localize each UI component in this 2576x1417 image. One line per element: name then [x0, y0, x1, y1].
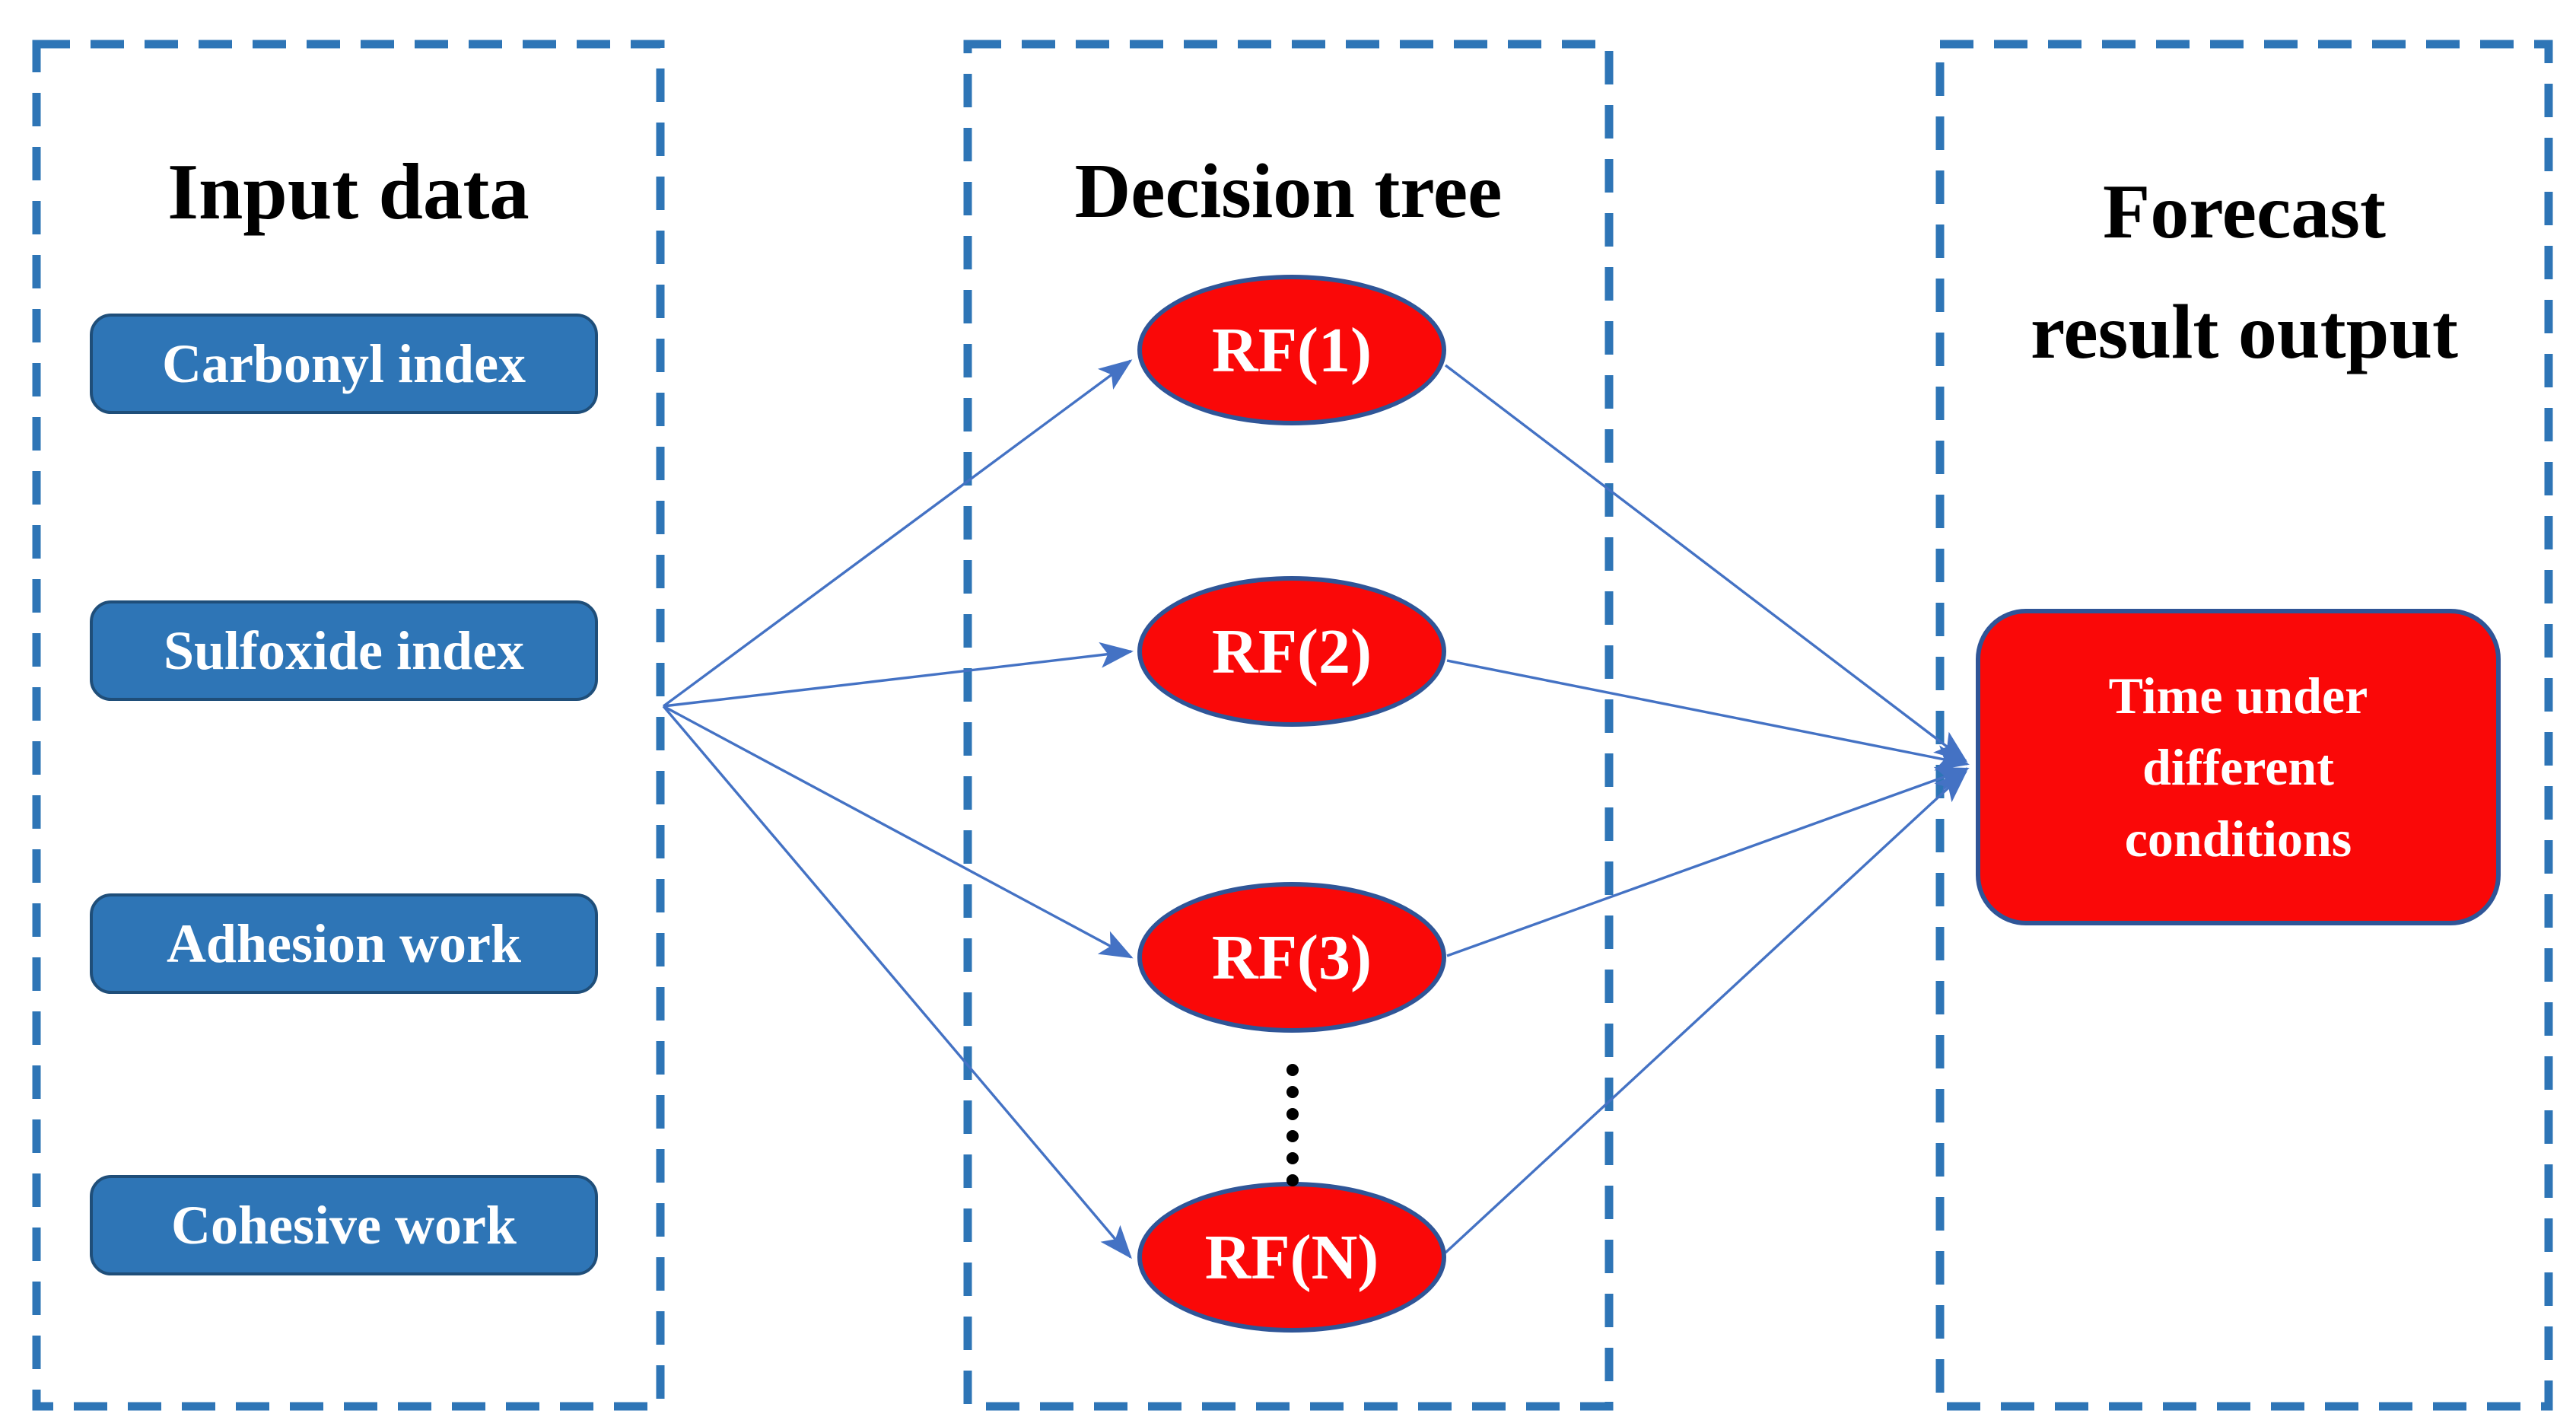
input-panel-border: [32, 40, 665, 1411]
decision-panel-title: Decision tree: [1074, 148, 1503, 234]
rf-node-n: RF(N): [1137, 1182, 1446, 1333]
output-box-time-conditions: Time under different conditions: [1976, 609, 2501, 925]
input-panel-title: Input data: [167, 147, 530, 236]
arrow-rf1-to-output: [1444, 364, 1968, 763]
arrow-rfn-to-output: [1444, 769, 1968, 1254]
arrow-inputs-to-rf2: [663, 642, 1134, 708]
input-box-sulfoxide-index: Sulfoxide index: [90, 600, 598, 701]
input-box-cohesive-work: Cohesive work: [90, 1175, 598, 1275]
rf-node-1: RF(1): [1137, 275, 1446, 425]
rf-node-2: RF(2): [1137, 576, 1446, 727]
arrow-inputs-to-rf3: [663, 705, 1134, 959]
arrow-rf2-to-output: [1446, 659, 1970, 771]
forecast-title-line1: Forecast: [2103, 169, 2386, 255]
input-box-adhesion-work: Adhesion work: [90, 893, 598, 994]
arrow-rf3-to-output: [1446, 766, 1970, 957]
arrow-inputs-to-rfn: [662, 705, 1132, 1259]
forecast-title-line2: result output: [2030, 289, 2459, 375]
rf-node-3: RF(3): [1137, 882, 1446, 1033]
forecast-panel-border: [1935, 40, 2553, 1411]
decision-panel-border: [963, 40, 1614, 1411]
forecast-panel-title: Forecast result output: [1940, 152, 2549, 393]
output-box-label: Time under different conditions: [2108, 667, 2368, 868]
input-box-carbonyl-index: Carbonyl index: [90, 314, 598, 414]
vertical-ellipsis-icon: [1286, 1064, 1299, 1186]
arrow-inputs-to-rf1: [662, 359, 1133, 708]
